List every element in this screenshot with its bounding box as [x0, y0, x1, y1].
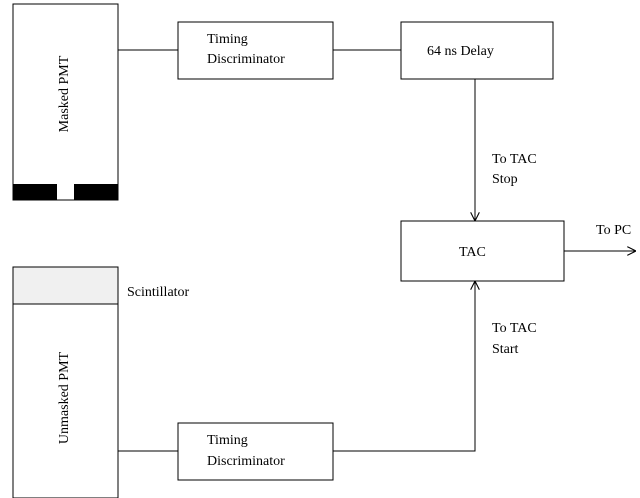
- start-label-line1: To TAC: [492, 321, 537, 336]
- stop-label-line1: To TAC: [492, 152, 537, 167]
- timing-discriminator-top: Timing Discriminator: [177, 21, 334, 80]
- stop-label-line2: Stop: [492, 172, 518, 187]
- tac-unit: TAC: [400, 220, 565, 282]
- unmasked-pmt-label: Unmasked PMT: [57, 351, 72, 444]
- tac-label: TAC: [459, 245, 486, 260]
- timing-discriminator-top-line1: Timing: [207, 32, 248, 47]
- timing-discriminator-bottom: Timing Discriminator: [177, 422, 334, 481]
- delay-label: 64 ns Delay: [427, 44, 494, 59]
- masked-pmt-label: Masked PMT: [57, 55, 72, 132]
- start-label-line2: Start: [492, 342, 519, 357]
- arrow-discriminator-to-tac-start: [333, 281, 475, 452]
- pmt-mask: [13, 184, 118, 200]
- output-label: To PC: [596, 223, 631, 238]
- unmasked-pmt: Unmasked PMT: [12, 303, 119, 498]
- delay-unit: 64 ns Delay: [400, 21, 554, 80]
- masked-pmt: Masked PMT: [12, 3, 119, 201]
- scintillator-label: Scintillator: [127, 285, 190, 300]
- timing-discriminator-bottom-line1: Timing: [207, 433, 248, 448]
- timing-discriminator-top-line2: Discriminator: [207, 52, 285, 67]
- timing-discriminator-bottom-line2: Discriminator: [207, 454, 285, 469]
- scintillator: Scintillator: [12, 266, 190, 305]
